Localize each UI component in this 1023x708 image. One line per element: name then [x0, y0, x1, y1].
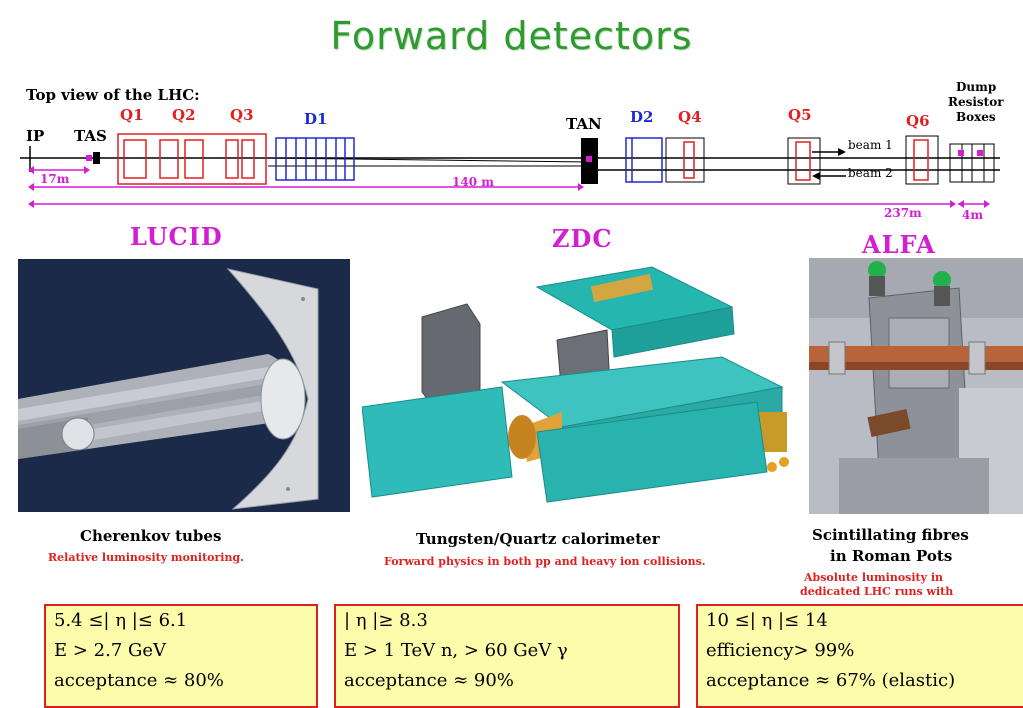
alfa-subcaption-2: dedicated LHC runs with — [800, 585, 954, 598]
dump-label-1: Dump — [956, 80, 997, 94]
alfa-caption-2: in Roman Pots — [830, 547, 953, 565]
alfa-heading: ALFA — [862, 230, 936, 259]
zdc-spec-energy: E > 1 TeV n, > 60 GeV γ — [344, 640, 568, 661]
tas-label: TAS — [74, 127, 107, 145]
lucid-heading: LUCID — [130, 222, 223, 251]
lucid-caption: Cherenkov tubes — [80, 527, 222, 545]
q3a-magnet — [225, 139, 239, 179]
dist-4m-label: 4m — [962, 208, 984, 222]
lucid-spec-box: 5.4 ≤| η |≤ 6.1 E > 2.7 GeV acceptance ≈… — [44, 604, 318, 708]
tas-lucid-marker — [86, 155, 92, 161]
alfa-subcaption-1: Absolute luminosity in — [804, 571, 944, 584]
lucid-cherenkov-tubes-image — [18, 259, 350, 512]
q1-q3-housing — [117, 133, 267, 185]
dump-label-2: Resistor — [948, 95, 1004, 109]
tas-block — [93, 152, 100, 164]
beam1-label: beam 1 — [848, 138, 893, 152]
zdc-spec-box: | η |≥ 8.3 E > 1 TeV n, > 60 GeV γ accep… — [334, 604, 680, 708]
q5-housing — [787, 137, 821, 185]
top-view-label: Top view of the LHC: — [26, 86, 200, 104]
q2a-magnet — [159, 139, 179, 179]
alfa-marker-1 — [958, 150, 964, 156]
d2-magnet — [625, 137, 663, 183]
alfa-roman-pots-image — [809, 258, 1023, 514]
alfa-spec-efficiency: efficiency> 99% — [706, 640, 855, 661]
zdc-spec-acceptance: acceptance ≈ 90% — [344, 670, 514, 691]
alfa-caption-1: Scintillating fibres — [812, 526, 969, 544]
q6-housing — [905, 135, 939, 185]
d1-label: D1 — [304, 110, 328, 128]
alfa-spec-acceptance: acceptance ≈ 67% (elastic) — [706, 670, 956, 691]
zdc-calorimeter-image — [362, 262, 800, 512]
q6-magnet — [913, 139, 929, 181]
d2-label: D2 — [630, 108, 654, 126]
lucid-spec-acceptance: acceptance ≈ 80% — [54, 670, 224, 691]
dump-label-3: Boxes — [956, 110, 996, 124]
dist-237m-label: 237m — [884, 206, 922, 220]
page-title: Forward detectors — [330, 14, 693, 58]
q1-label: Q1 — [120, 106, 144, 124]
q5-label: Q5 — [788, 106, 812, 124]
q4-housing — [665, 137, 705, 183]
alfa-spec-eta: 10 ≤| η |≤ 14 — [706, 610, 828, 631]
zdc-spec-eta: | η |≥ 8.3 — [344, 610, 428, 631]
zdc-heading: ZDC — [552, 224, 613, 253]
dist-140m-label: 140 m — [452, 175, 494, 189]
lucid-spec-eta: 5.4 ≤| η |≤ 6.1 — [54, 610, 188, 631]
q5-magnet — [795, 141, 811, 181]
q4-label: Q4 — [678, 108, 702, 126]
lucid-subcaption: Relative luminosity monitoring. — [48, 551, 244, 564]
beam2-label: beam 2 — [848, 166, 893, 180]
q2-label: Q2 — [172, 106, 196, 124]
d1-magnet — [275, 137, 355, 181]
q2b-magnet — [184, 139, 204, 179]
beamline-diagram — [20, 133, 1000, 208]
q3b-magnet — [241, 139, 255, 179]
zdc-caption: Tungsten/Quartz calorimeter — [416, 530, 660, 548]
q3-label: Q3 — [230, 106, 254, 124]
tan-label: TAN — [566, 115, 602, 133]
alfa-marker-2 — [977, 150, 983, 156]
q4-magnet — [683, 141, 695, 179]
beam-line-crossing — [267, 157, 591, 163]
q6-label: Q6 — [906, 112, 930, 130]
zdc-subcaption: Forward physics in both pp and heavy ion… — [384, 555, 706, 568]
alfa-spec-box: 10 ≤| η |≤ 14 efficiency> 99% acceptance… — [696, 604, 1023, 708]
lucid-spec-energy: E > 2.7 GeV — [54, 640, 167, 661]
ip-label: IP — [26, 127, 45, 145]
dist-17m-label: 17m — [40, 172, 70, 186]
tan-zdc-marker — [586, 156, 592, 162]
q1-magnet — [123, 139, 147, 179]
